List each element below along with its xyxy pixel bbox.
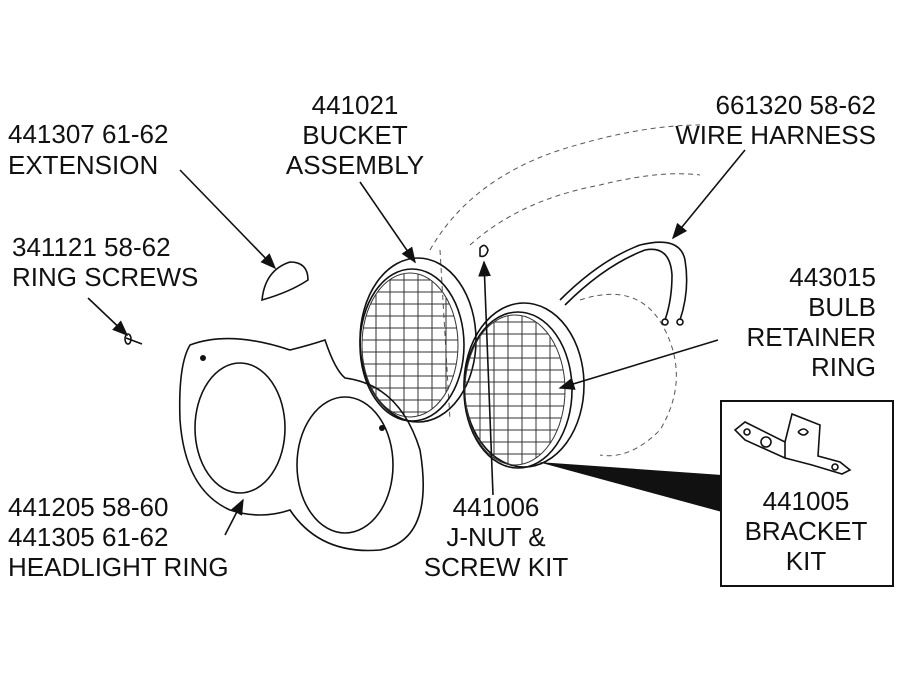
wire-harness-name: WIRE HARNESS <box>675 120 876 150</box>
jnut-part-number: 441006 <box>453 492 540 522</box>
jnut-name-line2: SCREW KIT <box>424 552 569 582</box>
label-jnut: 441006 J-NUT & SCREW KIT <box>424 492 569 582</box>
bracket-part-number: 441005 <box>763 486 850 516</box>
headlight-ring <box>178 337 424 552</box>
extension-name: EXTENSION <box>8 150 158 180</box>
label-bulb-retainer: 443015 BULB RETAINER RING <box>746 262 876 382</box>
extension-part-number: 441307 61-62 <box>8 119 168 149</box>
jnut-name-line1: J-NUT & <box>446 522 545 552</box>
bracket-name-line1: BRACKET <box>745 516 868 546</box>
bulb-retainer-line3: RING <box>811 352 876 382</box>
ring-screws-part-number: 341121 58-62 <box>12 232 171 262</box>
label-wire-harness: 661320 58-62 WIRE HARNESS <box>675 90 876 150</box>
bulb-retainer-line1: BULB <box>808 292 876 322</box>
bucket-name-line2: ASSEMBLY <box>286 150 424 180</box>
wire-harness-part-number: 661320 58-62 <box>716 90 876 120</box>
extension-part <box>261 261 309 302</box>
ring-screw <box>124 333 143 345</box>
label-ring-screws: 341121 58-62 RING SCREWS <box>12 232 198 292</box>
ring-screws-name: RING SCREWS <box>12 262 198 292</box>
bracket-callout-wedge <box>538 462 722 512</box>
headlight-ring-part-number-2: 441305 61-62 <box>8 522 168 552</box>
fender-housing-outline <box>429 124 701 457</box>
headlight-ring-part-number-1: 441205 58-60 <box>8 492 168 522</box>
bulb-retainer-part-number: 443015 <box>789 262 876 292</box>
headlight-ring-name: HEADLIGHT RING <box>8 552 229 582</box>
label-bucket: 441021 BUCKET ASSEMBLY <box>286 90 424 180</box>
bucket-name-line1: BUCKET <box>302 120 408 150</box>
j-nut <box>479 244 489 258</box>
bucket-assembly <box>359 257 477 423</box>
bucket-part-number: 441021 <box>312 90 399 120</box>
wire-harness <box>559 241 688 326</box>
bracket-name-line2: KIT <box>786 546 827 576</box>
bracket-kit-box <box>720 400 894 587</box>
label-headlight-ring: 441205 58-60 441305 61-62 HEADLIGHT RING <box>8 492 229 582</box>
label-bracket: 441005 BRACKET KIT <box>745 486 868 576</box>
label-extension: 441307 61-62 EXTENSION <box>8 119 168 180</box>
bulb-retainer-line2: RETAINER <box>746 322 876 352</box>
leader-arrows <box>87 149 746 536</box>
bulb-retainer-ring <box>463 302 585 469</box>
